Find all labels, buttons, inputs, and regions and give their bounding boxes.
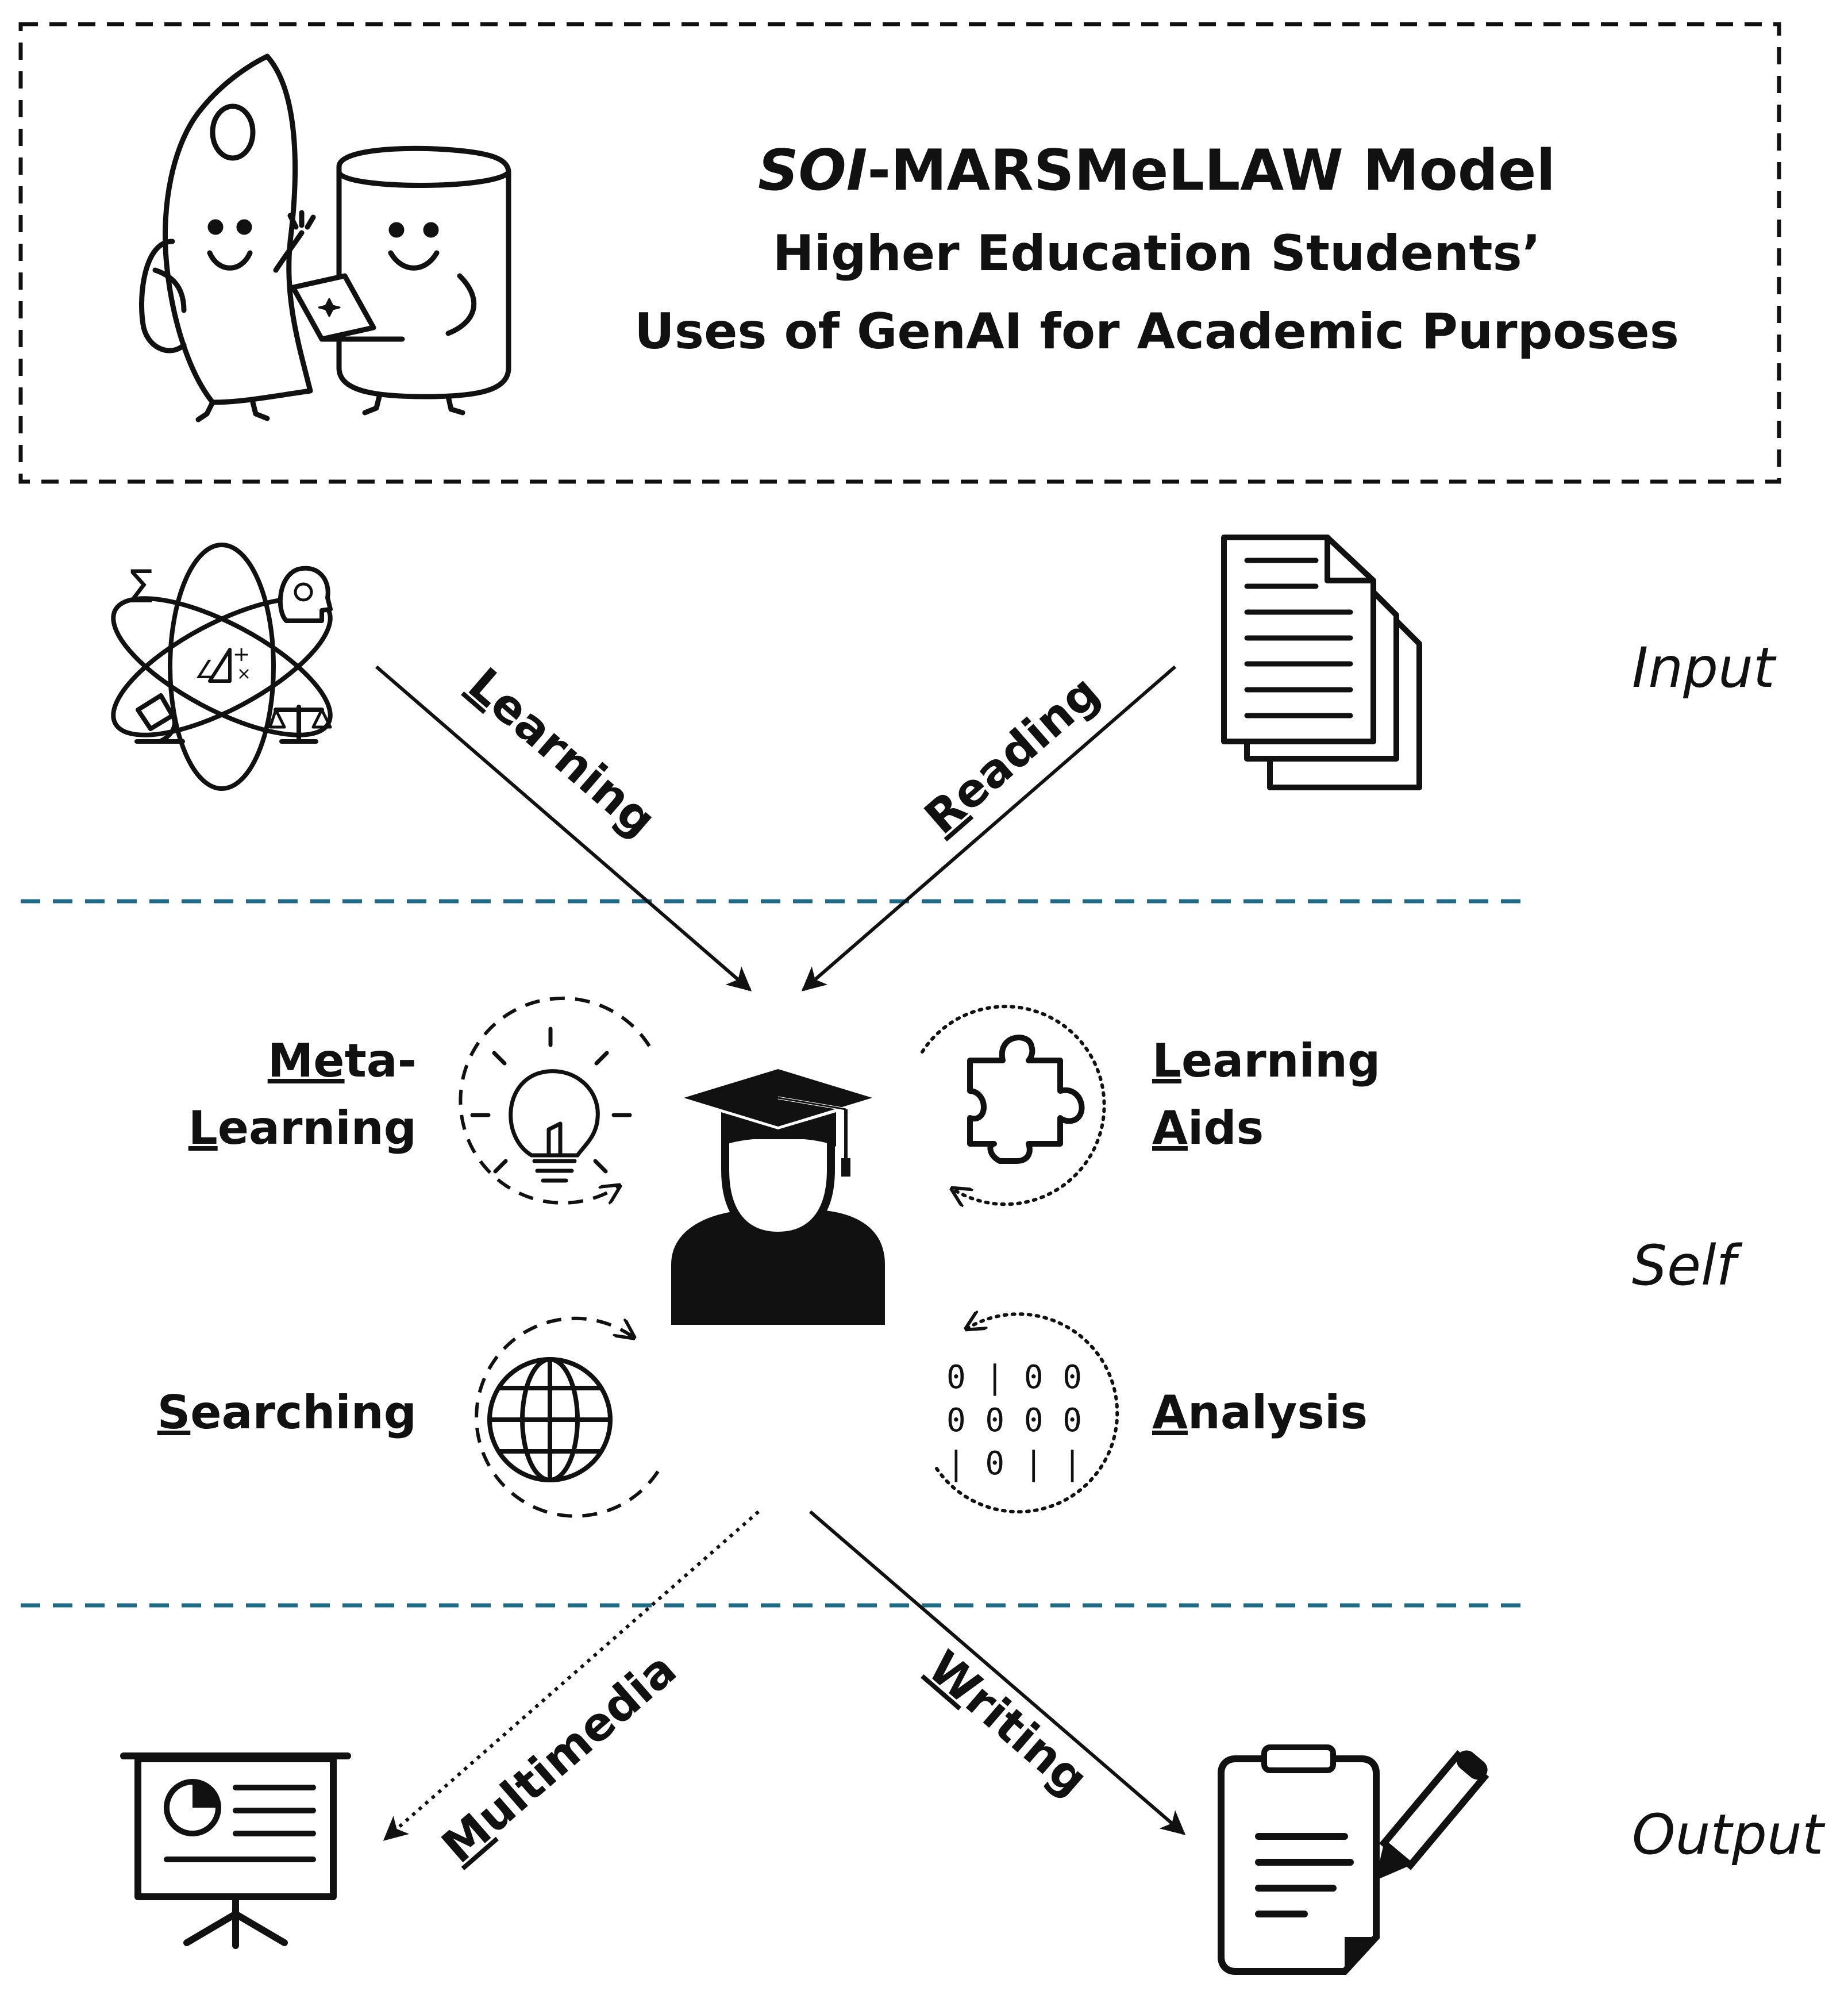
title-italic-soi: SOI bbox=[758, 138, 867, 203]
subjects-atom-icon: ∠ + × Σ bbox=[111, 543, 333, 791]
title-rest: -MARSMeLLAW Model bbox=[867, 138, 1556, 203]
model-subtitle-line2: Uses of GenAI for Academic Purposes bbox=[634, 303, 1679, 360]
presentation-board-icon bbox=[120, 1752, 351, 1949]
layer-label-self: Self bbox=[1632, 1233, 1743, 1298]
label-searching: Searching bbox=[157, 1386, 417, 1439]
svg-text:+: + bbox=[233, 643, 250, 666]
cycle-meta-learning bbox=[459, 996, 651, 1205]
label-learning-aids-line2: Aids bbox=[1152, 1101, 1264, 1155]
puzzle-piece-icon bbox=[967, 1035, 1085, 1164]
binary-data-icon: 0 | 0 0 0 0 0 0 | 0 | | bbox=[946, 1359, 1082, 1482]
svg-text:Σ: Σ bbox=[126, 562, 155, 613]
cycle-learning-aids bbox=[921, 1005, 1106, 1204]
model-subtitle-line1: Higher Education Students’ bbox=[773, 225, 1541, 282]
binary-row-3: | 0 | | bbox=[946, 1445, 1082, 1482]
layer-label-input: Input bbox=[1632, 636, 1777, 700]
documents-icon bbox=[1221, 535, 1422, 790]
flow-label-reading: Reading bbox=[914, 665, 1109, 844]
label-analysis: Analysis bbox=[1152, 1386, 1368, 1439]
binary-row-2: 0 0 0 0 bbox=[946, 1402, 1082, 1439]
graduate-student-icon bbox=[671, 1069, 885, 1325]
cycle-searching bbox=[475, 1316, 660, 1518]
svg-text:∠: ∠ bbox=[194, 655, 217, 685]
arrow-learning bbox=[375, 665, 752, 991]
model-title: SOI-MARSMeLLAW Model bbox=[758, 138, 1556, 203]
arrow-writing bbox=[809, 1510, 1186, 1835]
label-learning-aids-line1: Learning bbox=[1152, 1034, 1380, 1087]
arrow-reading bbox=[801, 665, 1176, 991]
lightbulb-icon bbox=[470, 1027, 632, 1183]
globe-icon bbox=[487, 1357, 613, 1482]
header-box bbox=[18, 22, 1781, 484]
label-meta-learning-line1: Meta- bbox=[268, 1034, 417, 1087]
flow-label-learning: Learning bbox=[459, 658, 667, 847]
binary-row-1: 0 | 0 0 bbox=[946, 1359, 1082, 1396]
cycle-analysis bbox=[935, 1314, 1119, 1514]
mascots-icon bbox=[139, 53, 511, 422]
flow-label-writing: Writing bbox=[918, 1640, 1098, 1806]
clipboard-pen-icon bbox=[1218, 1744, 1489, 1975]
arrow-multimedia bbox=[383, 1510, 760, 1841]
layer-label-output: Output bbox=[1632, 1802, 1826, 1867]
label-meta-learning-line2: Learning bbox=[188, 1101, 417, 1155]
flow-label-multimedia: Multimedia bbox=[432, 1642, 686, 1873]
svg-text:×: × bbox=[237, 664, 251, 684]
